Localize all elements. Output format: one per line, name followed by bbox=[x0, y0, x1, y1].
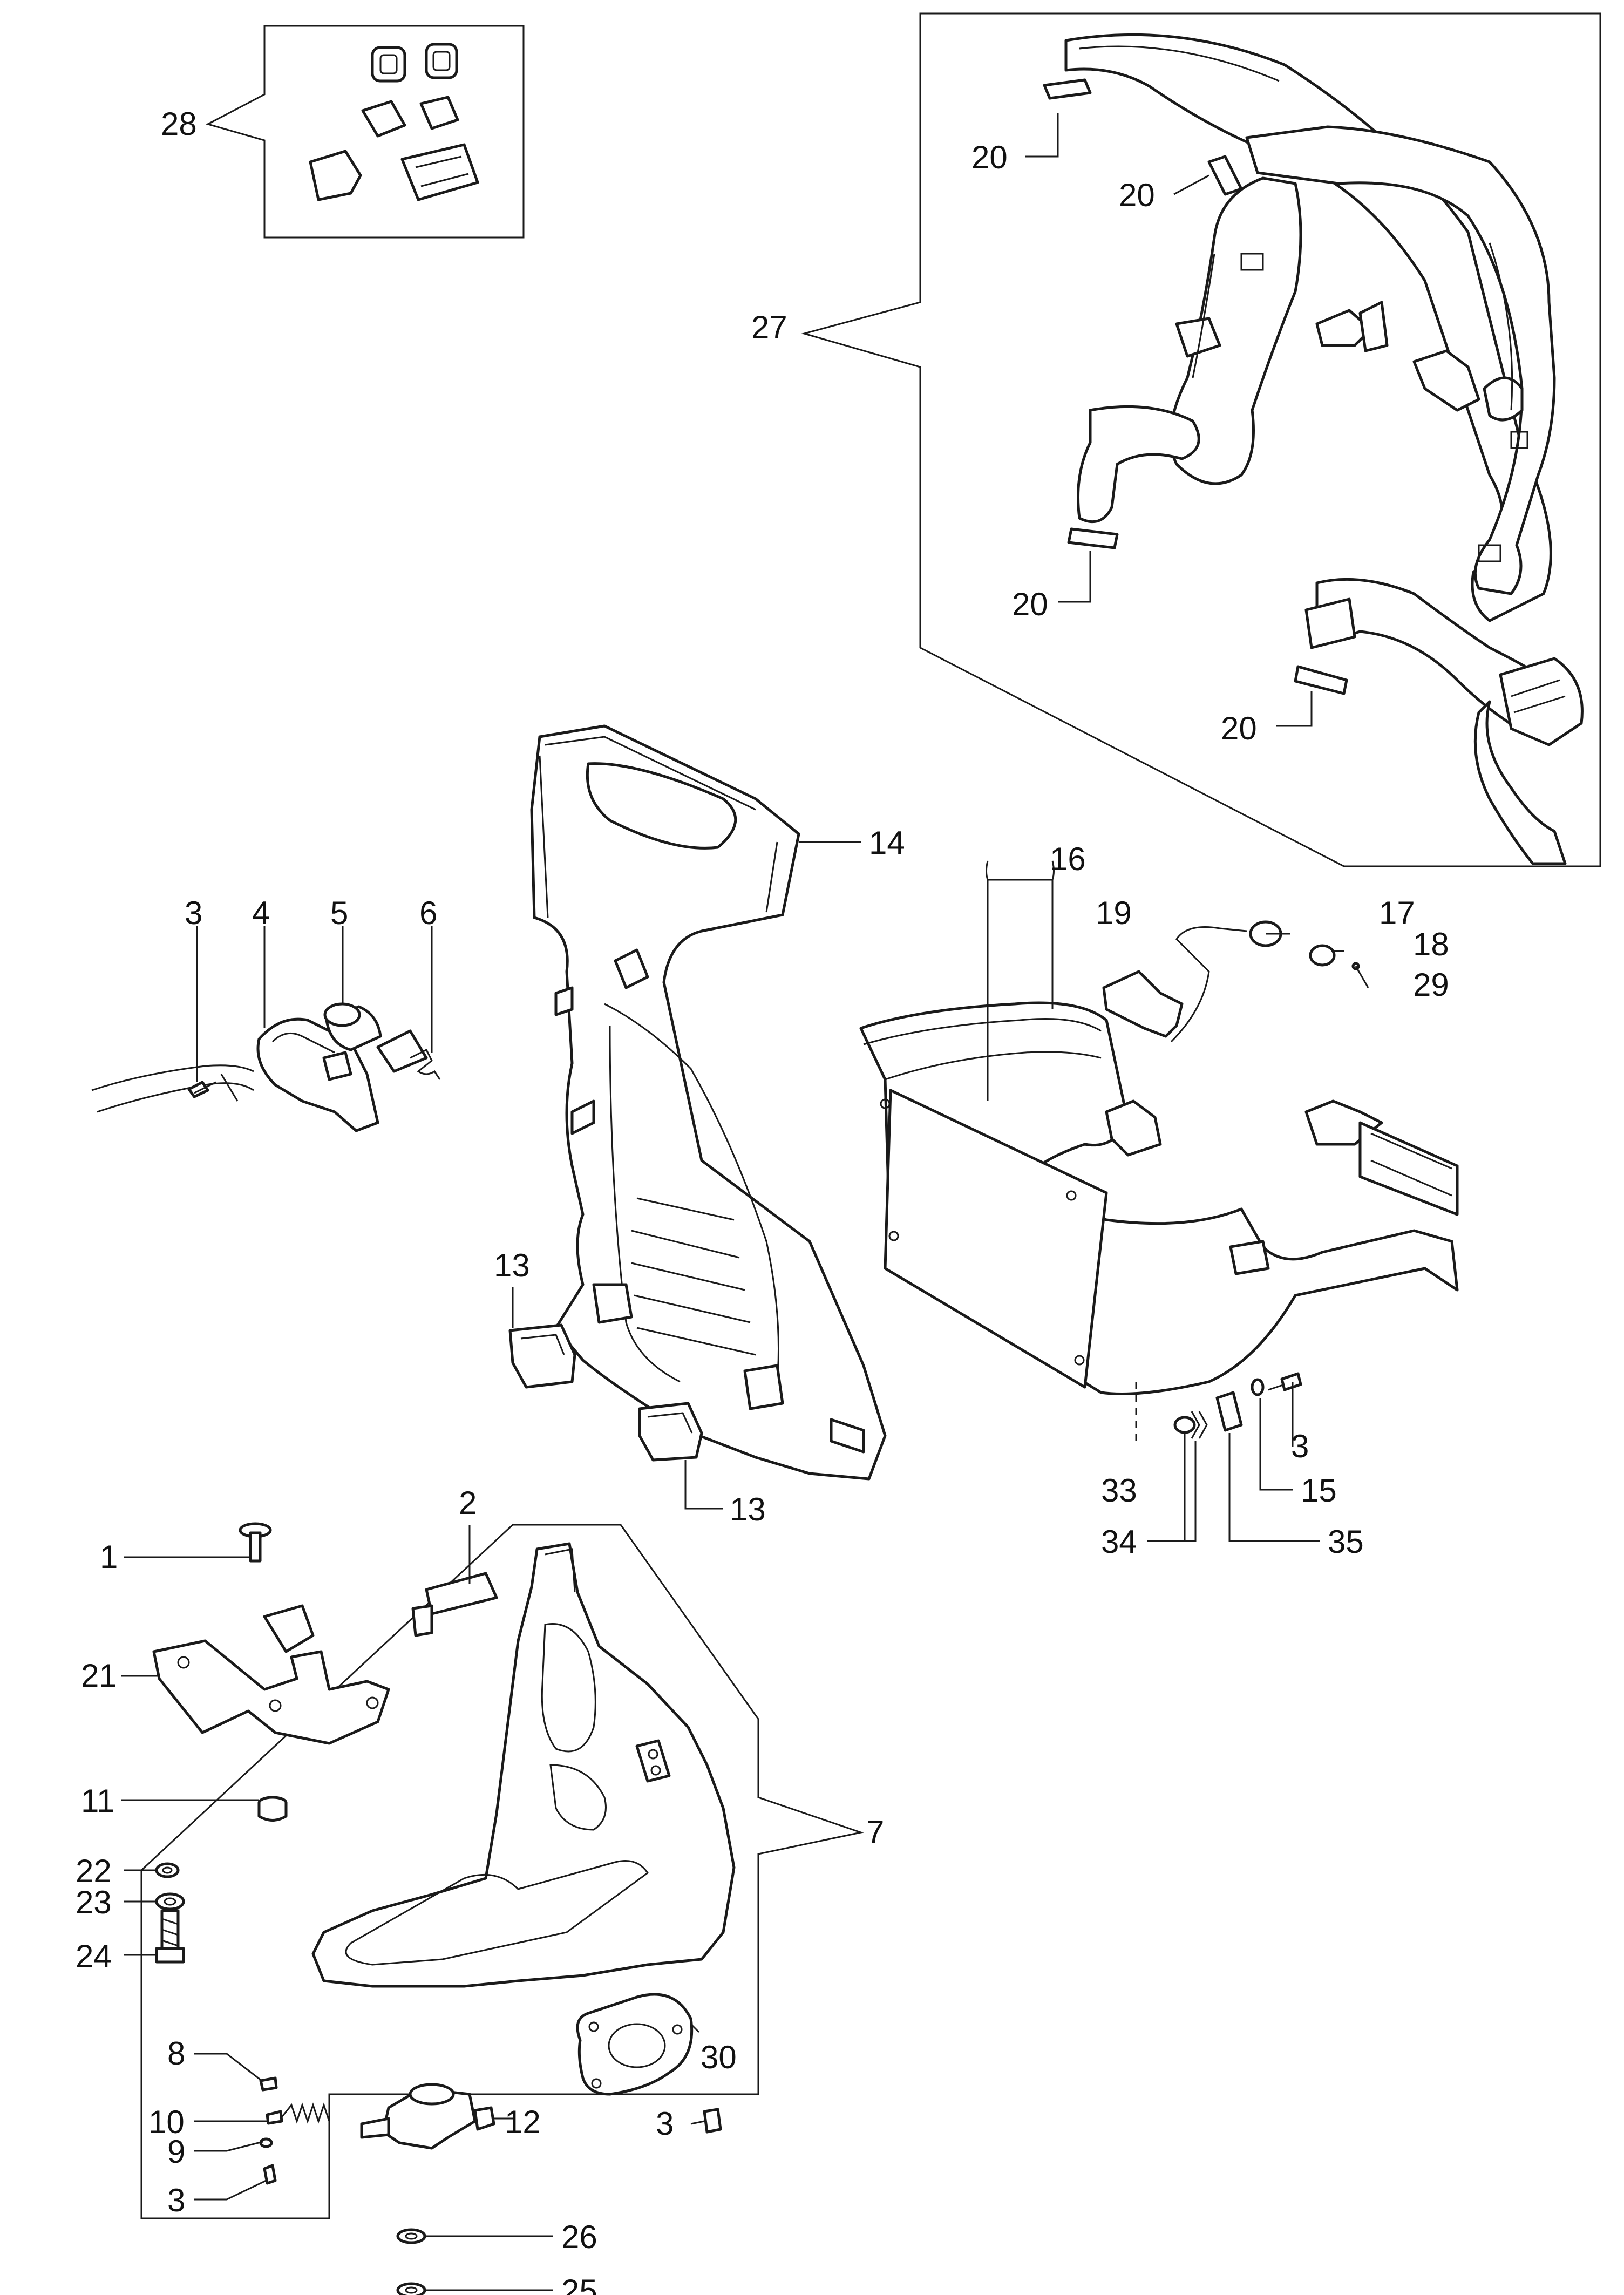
callout-14: 14 bbox=[869, 825, 905, 861]
callout-17: 17 bbox=[1379, 895, 1415, 931]
spacer-35 bbox=[1215, 1391, 1243, 1432]
kit-27-frame bbox=[801, 12, 1601, 867]
callout-6: 6 bbox=[419, 895, 437, 931]
roller-5 bbox=[323, 1002, 382, 1051]
clip-8 bbox=[259, 2076, 278, 2092]
callout-29: 29 bbox=[1413, 967, 1449, 1003]
spring-34 bbox=[1191, 1411, 1208, 1439]
callout-20: 20 bbox=[1119, 177, 1155, 213]
backplate-14 bbox=[530, 724, 887, 1481]
callout-4: 4 bbox=[252, 895, 270, 931]
callout-12: 12 bbox=[505, 2104, 541, 2140]
washer-22 bbox=[155, 1862, 180, 1878]
callout-18: 18 bbox=[1413, 926, 1449, 962]
callout-20: 20 bbox=[1221, 710, 1257, 746]
callout-1: 1 bbox=[100, 1539, 118, 1575]
bolt-1 bbox=[239, 1522, 272, 1563]
callout-labels: 28 20 20 27 20 20 14 16 19 17 18 29 3 4 … bbox=[76, 106, 1449, 2295]
callout-22: 22 bbox=[76, 1853, 112, 1889]
callout-3: 3 bbox=[656, 2106, 674, 2142]
buffer-13 bbox=[508, 1323, 703, 1462]
callout-24: 24 bbox=[76, 1938, 112, 1974]
callout-11: 11 bbox=[81, 1783, 114, 1819]
spring-10 bbox=[266, 2102, 330, 2125]
buckle-kit-28 bbox=[309, 43, 479, 201]
callout-9: 9 bbox=[167, 2134, 185, 2170]
callout-13: 13 bbox=[494, 1247, 530, 1284]
callout-13: 13 bbox=[730, 1491, 766, 1527]
harness-27 bbox=[1064, 33, 1584, 865]
washer-9 bbox=[259, 2137, 273, 2148]
pad-19 bbox=[1102, 970, 1184, 1038]
callout-16: 16 bbox=[1050, 841, 1086, 877]
callout-20: 20 bbox=[971, 139, 1008, 175]
callout-34: 34 bbox=[1101, 1524, 1137, 1560]
strap-keeper-20 bbox=[1043, 78, 1348, 695]
callout-3: 3 bbox=[167, 2182, 185, 2218]
washer-15 bbox=[1251, 1378, 1265, 1396]
nut-26 bbox=[396, 2228, 426, 2244]
washer-33 bbox=[1173, 1416, 1196, 1434]
callout-26: 26 bbox=[561, 2219, 597, 2255]
callout-3: 3 bbox=[1291, 1428, 1309, 1464]
bolt-24 bbox=[155, 1909, 185, 1964]
kit-28-frame bbox=[205, 25, 525, 239]
callout-25: 25 bbox=[561, 2273, 597, 2295]
callout-35: 35 bbox=[1328, 1524, 1364, 1560]
callout-19: 19 bbox=[1096, 895, 1132, 931]
screw-3 bbox=[187, 1081, 216, 1098]
callout-2: 2 bbox=[459, 1485, 477, 1521]
screw-3 bbox=[263, 2164, 277, 2185]
screw-3 bbox=[1268, 1372, 1302, 1391]
spring-6 bbox=[376, 1029, 441, 1080]
callout-28: 28 bbox=[161, 106, 197, 142]
screw-3 bbox=[703, 2108, 722, 2134]
valve-12 bbox=[360, 2083, 495, 2150]
back-pad-16 bbox=[859, 1001, 1459, 1395]
kit-7-frame bbox=[140, 1524, 864, 2219]
cable-17 bbox=[1170, 920, 1282, 1043]
spacer-11 bbox=[257, 1796, 288, 1822]
callout-8: 8 bbox=[167, 2035, 185, 2072]
callout-30: 30 bbox=[701, 2039, 737, 2075]
callout-7: 7 bbox=[866, 1814, 884, 1850]
callout-20: 20 bbox=[1012, 586, 1048, 622]
callout-21: 21 bbox=[81, 1658, 117, 1694]
bracket-21 bbox=[152, 1604, 390, 1745]
leader-lines bbox=[121, 113, 1369, 2291]
bracket-2 bbox=[411, 1572, 498, 1637]
callout-27: 27 bbox=[751, 309, 787, 345]
callout-3: 3 bbox=[185, 895, 202, 931]
callout-10: 10 bbox=[148, 2104, 185, 2140]
nut-25 bbox=[396, 2282, 426, 2295]
callout-23: 23 bbox=[76, 1884, 112, 1920]
callout-5: 5 bbox=[330, 895, 348, 931]
washer-23 bbox=[155, 1892, 185, 1911]
callout-15: 15 bbox=[1301, 1472, 1337, 1509]
callout-33: 33 bbox=[1101, 1472, 1137, 1509]
gasket-30 bbox=[576, 1993, 694, 2096]
base-frame-7 bbox=[311, 1542, 736, 1988]
cap-18 bbox=[1309, 944, 1336, 967]
